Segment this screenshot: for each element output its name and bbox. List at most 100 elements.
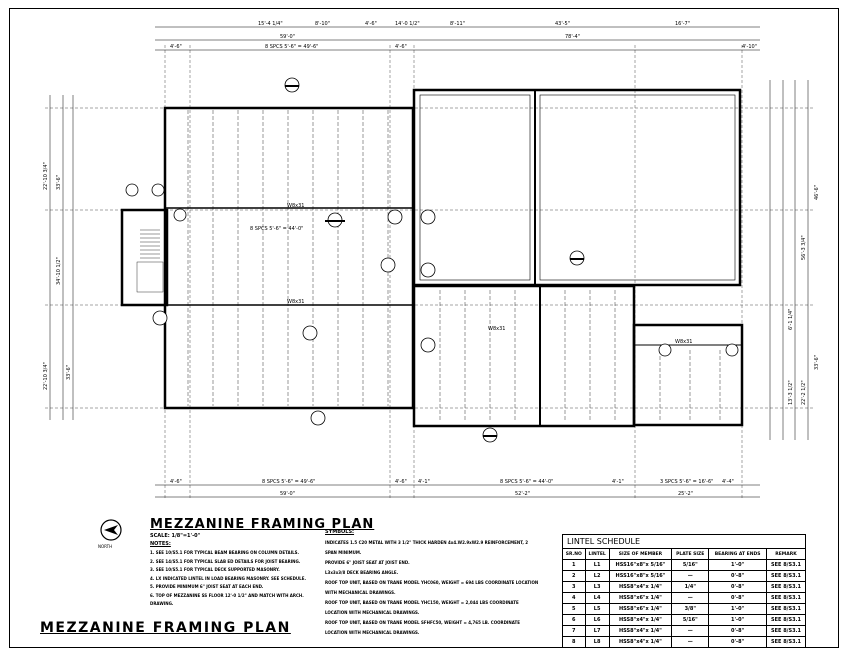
right-dim-4: 13'-3 1/2" [788,380,794,405]
lintel-cell: 2 [562,570,586,582]
bottom-dim-2: 8 SPCS 5'-6" = 49'-6" [262,479,315,485]
right-dim-1: 46'-6" [814,185,820,200]
left-building-walls [163,106,415,410]
stair-enclosure [120,208,169,307]
lintel-cell: 3/8" [671,603,710,615]
lintel-cell: 1'-0" [708,614,767,626]
joists-right-lower [439,290,721,422]
col-header: PLATE SIZE [671,548,710,560]
lintel-cell: L5 [584,603,610,615]
lintel-header-row: SR.NO LINTEL SIZE OF MEMBER PLATE SIZE B… [562,548,807,560]
right-dim-2: 56'-3 3/4" [801,235,807,260]
lintel-cell: SEE 8/S3.1 [765,581,807,593]
note-item: 1. SEE 10/S5.1 FOR TYPICAL BEAM BEARING … [150,550,300,555]
drawing-sheet-border [9,8,839,648]
col-header: BEARING AT ENDS [708,548,767,560]
symbol-item: ROOF TOP UNIT, BASED ON TRANE MODEL YHC0… [325,580,539,595]
lintel-cell: 1/4" [671,581,710,593]
vertical-dimension-text: 22'-10 3/4" 33'-6" 34'-10 1/2" 22'-10 3/… [43,162,820,405]
lintel-cell: HSS8"x6"x 1/4" [608,592,673,604]
note-item: 3. SEE 10/S5.1 FOR TYPICAL DECK SUPPORTE… [150,567,280,572]
symbol-item: ROOF TOP UNIT, BASED ON TRANE MODEL SFHF… [325,620,520,635]
note-item: 4. LX INDICATED LINTEL IN LOAD BEARING M… [150,575,306,581]
joist-spacing-label: 8 SPCS 5'-6" = 44'-0" [250,226,303,232]
lintel-cell: HSS8"x6"x 1/4" [608,603,673,615]
note-item: 2. SEE 14/S5.1 FOR TYPICAL SLAB ED DETAI… [150,558,301,564]
lintel-cell: L6 [584,614,610,626]
top-dim-row2-3: 4'-6" [395,44,407,50]
symbol-item: INDICATES 1.5 C20 METAL WITH 3 1/2" THIC… [325,540,529,555]
top-dim-2: 8'-10" [315,21,330,27]
bottom-dim-7: 3 SPCS 5'-6" = 16'-6" [660,479,713,485]
beam-label-2: W8x31 [287,299,304,305]
right-dim-6: 33'-6" [814,355,820,370]
lintel-cell: SEE 8/S3.1 [765,625,807,637]
joists-left [187,110,389,406]
top-dim-row2-4: 78'-4" [565,34,580,40]
top-dim-6: 43'-5" [555,21,570,27]
bottom-dim-6: 4'-1" [612,479,624,485]
col-header: REMARK [765,548,807,560]
left-dim-2: 33'-6" [56,175,62,190]
lintel-cell: 0'-8" [708,581,767,593]
right-dim-5: 22'-2 1/2" [801,380,807,405]
lintel-cell: 0'-8" [708,636,767,648]
symbols-list: INDICATES 1.5 C20 METAL WITH 3 1/2" THIC… [325,538,540,638]
lintel-cell: 8 [562,636,586,648]
lintel-cell: — [671,625,710,637]
lintel-cell: SEE 8/S3.1 [765,570,807,582]
lintel-cell: 0'-8" [708,625,767,637]
col-header: SIZE OF MEMBER [608,548,673,560]
notes-heading: NOTES: [150,541,171,547]
top-dim-5: 8'-11" [450,21,465,27]
right-upper-building-walls [412,88,742,287]
note-item: 6. TOP OF MEZZANINE SS FLOOR 12'-0 1/2" … [150,592,304,607]
notes-list: 1. SEE 10/S5.1 FOR TYPICAL BEAM BEARING … [150,549,320,609]
right-lower-building-walls [412,284,744,428]
top-overall-dim: 59'-0" [280,34,295,40]
beam-label-3: W8x31 [488,326,505,332]
bottom-dim-4: 4'-1" [418,479,430,485]
lintel-cell: L1 [584,559,610,571]
lintel-cell: 4 [562,592,586,604]
lintel-cell: L7 [584,625,610,637]
lintel-cell: SEE 8/S3.1 [765,592,807,604]
bottom-overall-3: 25'-2" [678,491,693,497]
drawing-title: MEZZANINE FRAMING PLAN [150,517,375,532]
left-dim-5: 33'-6" [66,365,72,380]
lintel-schedule-table: LINTEL SCHEDULE SR.NO LINTEL SIZE OF MEM… [562,534,807,648]
bottom-overall-2: 52'-2" [515,491,530,497]
col-header: SR.NO [562,548,586,560]
dimension-text: 15'-4 1/4" 8'-10" 4'-6" 14'-0 1/2" 8'-11… [170,21,757,497]
bottom-dim-1: 4'-6" [170,479,182,485]
top-dim-row2-1: 4'-6" [170,44,182,50]
beam-label-4: W8x31 [675,339,692,345]
symbol-item: ROOF TOP UNIT, BASED ON TRANE MODEL YHC1… [325,600,519,615]
lintel-cell: 1'-0" [708,559,767,571]
lintel-cell: 1 [562,559,586,571]
bottom-dim-5: 8 SPCS 5'-6" = 44'-0" [500,479,553,485]
right-dim-3: 6'-1 1/4" [788,309,794,330]
lintel-cell: HSS8"x4"x 1/4" [608,636,673,648]
lintel-cell: L2 [584,570,610,582]
lintel-cell: 0'-8" [708,570,767,582]
lintel-cell: — [671,636,710,648]
left-dim-1: 22'-10 3/4" [43,162,49,190]
lintel-cell: 5/16" [671,559,710,571]
col-header: LINTEL [584,548,610,560]
sheet-title: MEZZANINE FRAMING PLAN [40,620,291,636]
symbol-item: PROVIDE 6" JOIST SEAT AT JOIST END. [325,560,410,565]
lintel-cell: 5 [562,603,586,615]
bottom-dim-3: 4'-6" [395,479,407,485]
lintel-cell: HSS8"x4"x 1/4" [608,614,673,626]
lintel-cell: HSS8"x4"x 1/4" [608,581,673,593]
